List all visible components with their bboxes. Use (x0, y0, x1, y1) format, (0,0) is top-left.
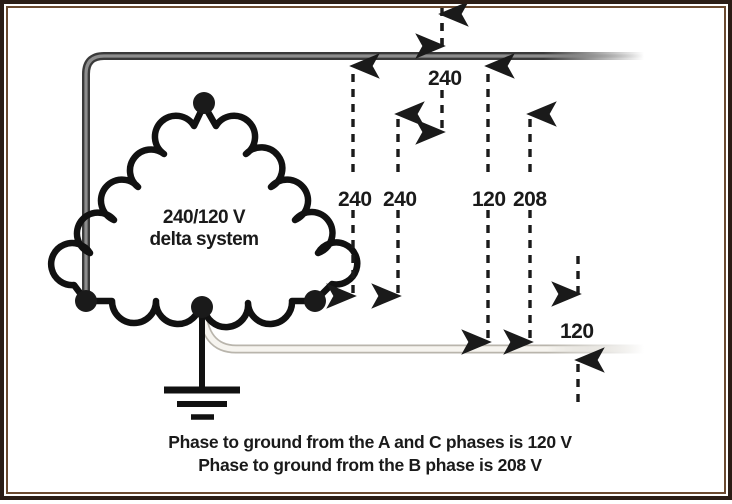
ground-connection (164, 307, 240, 420)
dimension-label-240-b-to-c: 240 (383, 188, 417, 211)
node-b-phase-tap (75, 290, 97, 312)
dimension-label-120-a-to-neutral: 120 (472, 188, 506, 211)
system-label-line1: 240/120 V (162, 207, 246, 228)
system-label-line2: delta system (149, 228, 259, 250)
dimension-label-240-a-to-c: 240 (338, 188, 372, 211)
diagram-inner-border (6, 6, 726, 494)
dimension-lines (326, 4, 605, 402)
caption-line-2: Phase to ground from the B phase is 208 … (198, 454, 542, 475)
node-a-phase-tap (193, 92, 215, 114)
system-label: 240/120 V delta system (134, 207, 274, 251)
node-c-phase-tap (304, 290, 326, 312)
dimension-label-208-b-to-neutral: 208 (513, 188, 547, 211)
delta-transformer-winding (47, 101, 361, 331)
dimension-label-240-a-to-b: 240 (428, 67, 462, 90)
caption-line-1: Phase to ground from the A and C phases … (168, 432, 572, 452)
electrical-diagram-canvas (47, 4, 644, 420)
connection-nodes (75, 92, 326, 318)
dimension-label-120-c-to-neutral: 120 (560, 320, 594, 343)
node-center-tap (191, 296, 213, 318)
diagram-caption: Phase to ground from the A and C phases … (30, 431, 710, 477)
conductor-a-phase-black (82, 52, 644, 301)
